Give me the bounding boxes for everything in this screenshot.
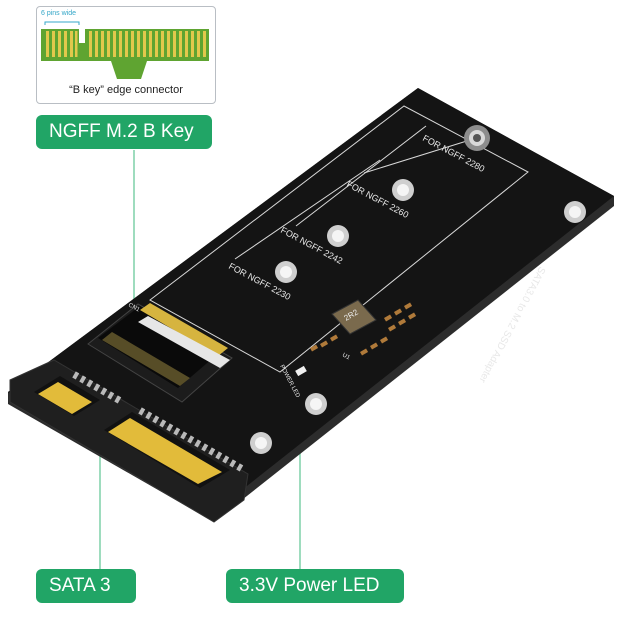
- solder-pin: [222, 455, 230, 464]
- solder-pin: [236, 463, 244, 472]
- sata-callout-text: SATA 3: [49, 575, 111, 596]
- edge-pin: [155, 31, 158, 57]
- ngff-callout-text: NGFF M.2 B Key: [49, 121, 194, 142]
- edge-pin: [167, 31, 170, 57]
- power-led: [295, 365, 307, 377]
- smd-component: [404, 302, 413, 310]
- solder-pin: [93, 383, 101, 392]
- sata-solder-pins: [72, 371, 244, 472]
- m2-socket: [87, 303, 233, 403]
- smd-component: [394, 308, 403, 316]
- smd-component: [384, 314, 393, 322]
- solder-pin: [215, 451, 223, 460]
- edge-pin: [89, 31, 92, 57]
- edge-pin: [185, 31, 188, 57]
- edge-pin: [137, 31, 140, 57]
- inductor-chip: 2R2: [331, 299, 377, 335]
- solder-pin: [107, 391, 115, 400]
- power-led-callout: 3.3V Power LED: [226, 569, 404, 603]
- smd-component: [408, 312, 417, 320]
- smd-component: [320, 340, 329, 348]
- smd-component: [330, 334, 339, 342]
- edge-pin: [179, 31, 182, 57]
- cn-label: CN1: [127, 302, 141, 313]
- edge-pin: [161, 31, 164, 57]
- smd-component: [380, 336, 389, 344]
- edge-connector-inset: 6 pins wide “B key” edge connector: [36, 6, 216, 104]
- solder-pin: [72, 371, 80, 380]
- edge-pin: [95, 31, 98, 57]
- solder-pin: [86, 379, 94, 388]
- edge-pin: [197, 31, 200, 57]
- sata-connector: [9, 359, 249, 523]
- edge-pin: [119, 31, 122, 57]
- solder-pin: [180, 431, 188, 440]
- u-label: U1: [341, 352, 351, 361]
- solder-pin: [229, 459, 237, 468]
- ssd-zones: [149, 105, 529, 373]
- edge-pin: [149, 31, 152, 57]
- smd-components: [310, 302, 417, 356]
- smd-component: [388, 324, 397, 332]
- solder-pin: [166, 423, 174, 432]
- solder-pin: [194, 439, 202, 448]
- solder-pin: [187, 435, 195, 444]
- smd-component: [360, 348, 369, 356]
- edge-pin: [143, 31, 146, 57]
- led-callout-text: 3.3V Power LED: [239, 575, 380, 596]
- edge-pin: [101, 31, 104, 57]
- solder-pin: [145, 411, 153, 420]
- edge-pin: [113, 31, 116, 57]
- solder-pin: [208, 447, 216, 456]
- edge-pin: [203, 31, 206, 57]
- edge-connector-illustration: [41, 21, 209, 79]
- solder-pin: [79, 375, 87, 384]
- edge-pin: [107, 31, 110, 57]
- smd-component: [398, 318, 407, 326]
- solder-pin: [100, 387, 108, 396]
- mounting-holes: [250, 125, 586, 454]
- edge-pin: [125, 31, 128, 57]
- edge-pin: [191, 31, 194, 57]
- edge-connector-caption: “B key” edge connector: [69, 84, 183, 96]
- solder-pin: [201, 443, 209, 452]
- edge-pin: [131, 31, 134, 57]
- solder-pin: [138, 407, 146, 416]
- solder-pin: [173, 427, 181, 436]
- solder-pin: [152, 415, 160, 424]
- smd-component: [370, 342, 379, 350]
- sata-3-callout: SATA 3: [36, 569, 136, 603]
- ngff-m2-b-key-callout: NGFF M.2 B Key: [36, 115, 212, 149]
- solder-pin: [159, 419, 167, 428]
- solder-pin: [114, 395, 122, 404]
- edge-pin: [173, 31, 176, 57]
- smd-component: [310, 344, 319, 352]
- pins-wide-label: 6 pins wide: [41, 10, 77, 17]
- pcb-board: [8, 88, 614, 512]
